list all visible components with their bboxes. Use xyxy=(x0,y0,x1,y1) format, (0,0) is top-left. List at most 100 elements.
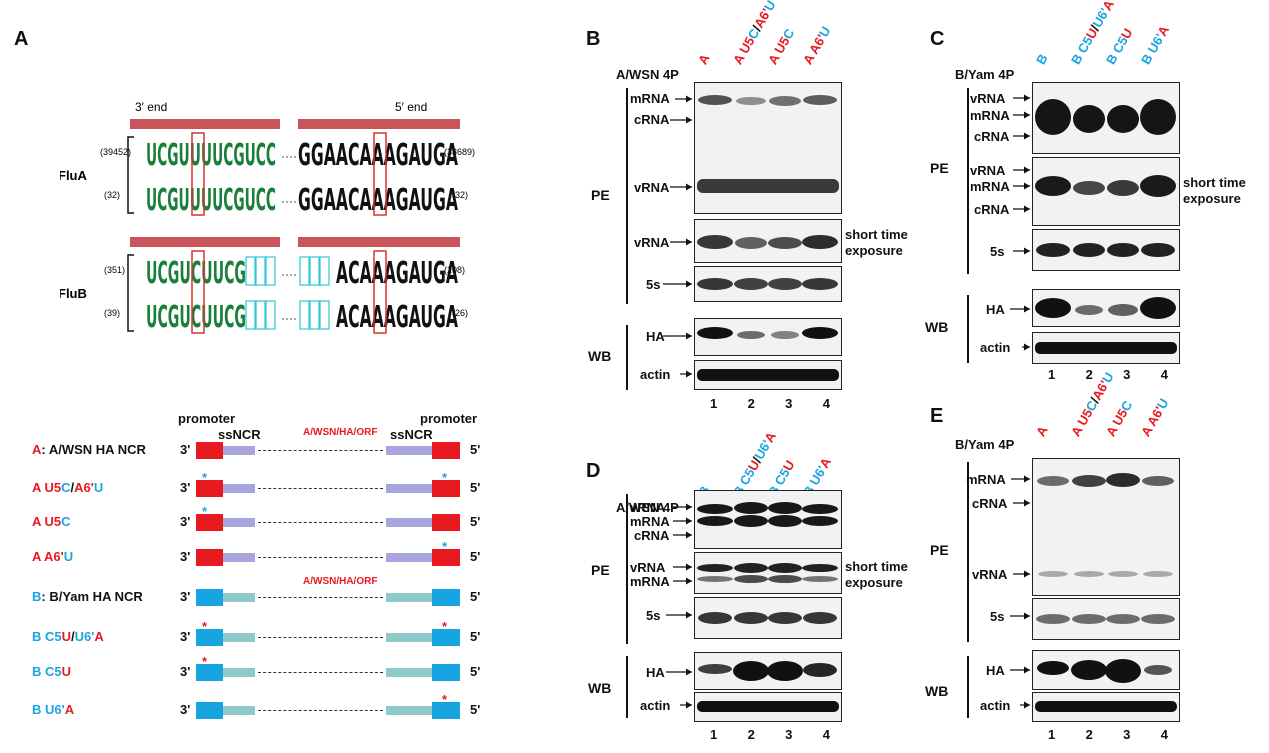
mutation-star: * xyxy=(442,619,448,634)
panel-b-pe-label: PE xyxy=(591,187,610,203)
flua-logo-row1-left: UCGUUUUCGUCC xyxy=(146,138,276,173)
panel-b-5s-blot xyxy=(694,266,842,302)
svg-text:(32): (32) xyxy=(104,190,120,200)
flua-logo-row2-right: GGAACAAAGAUGA xyxy=(298,183,458,218)
promoter-box xyxy=(432,513,460,531)
construct-row-label: A: A/WSN HA NCR xyxy=(32,442,146,457)
mutation-star: * xyxy=(202,654,208,669)
panel-d-wb-label: WB xyxy=(588,680,612,696)
flua-logo-row1-right: GGAACAAAGAUGA xyxy=(298,138,458,173)
mutation-star: * xyxy=(442,692,448,707)
mutation-star: * xyxy=(202,504,208,519)
lane-header: A A6'U xyxy=(800,23,834,67)
ssncr-left-label: ssNCR xyxy=(218,427,261,442)
panel-e-pe-blot xyxy=(1032,458,1180,596)
panel-e-wb-label: WB xyxy=(925,683,949,699)
panel-e-ha-blot xyxy=(1032,650,1180,690)
panel-c-5s-blot xyxy=(1032,229,1180,271)
flub-label: FluB xyxy=(60,286,87,301)
construct-row-label: B C5U xyxy=(32,664,72,679)
svg-text:(39): (39) xyxy=(104,308,120,318)
ssncr-bar xyxy=(223,592,255,602)
panel-d-title: A/WSN 4P xyxy=(616,500,679,515)
construct-row-label: A U5C/A6'U xyxy=(32,480,104,495)
svg-text:(351): (351) xyxy=(104,265,125,275)
lane-header: B U6'A xyxy=(1138,23,1173,67)
lane-header: B xyxy=(1033,51,1051,67)
promoter-box xyxy=(196,628,223,646)
orf-label-a: A/WSN/HA/ORF xyxy=(303,427,378,438)
panel-b-pe-blot xyxy=(694,82,842,214)
lane-header: A U5C xyxy=(765,26,798,67)
sequence-logo-figure: 3′ end 5′ end UCGUUUUCGUCC UCGUUUUCGUCC … xyxy=(60,100,475,335)
ssncr-bar xyxy=(386,552,432,562)
ssncr-bar xyxy=(223,552,255,562)
panel-c-pe-label: PE xyxy=(930,160,949,176)
ssncr-bar xyxy=(386,592,432,602)
ssncr-right-label: ssNCR xyxy=(390,427,433,442)
promoter-box xyxy=(432,701,460,719)
svg-text:(33689): (33689) xyxy=(444,147,475,157)
panel-d-5s-blot xyxy=(694,597,842,639)
ssncr-bar xyxy=(386,517,432,527)
ssncr-bar xyxy=(223,632,255,642)
ssncr-bar xyxy=(386,667,432,677)
flua-logo-row2-left: UCGUUUUCGUCC xyxy=(146,183,276,218)
panel-d-actin-blot xyxy=(694,692,842,722)
panel-d-pe-blot xyxy=(694,490,842,549)
panel-e-pe-label: PE xyxy=(930,542,949,558)
promoter-box xyxy=(196,513,223,531)
lane-header: A xyxy=(1033,423,1051,439)
mutation-star: * xyxy=(202,619,208,634)
panel-b-wb-label: WB xyxy=(588,348,612,364)
promoter-box xyxy=(432,588,460,606)
lane-header: A A6'U xyxy=(1138,395,1172,439)
svg-text:(32): (32) xyxy=(452,190,468,200)
logo-3end-label: 3′ end xyxy=(135,100,167,114)
lane-header: A xyxy=(695,51,713,67)
panel-d-ha-blot xyxy=(694,652,842,690)
ssncr-bar xyxy=(223,667,255,677)
panel-e-title: B/Yam 4P xyxy=(955,437,1015,452)
panel-label-d: D xyxy=(586,460,601,482)
flub-logo-row1-right: ACAAAGAUGA xyxy=(336,256,458,291)
promoter-box xyxy=(196,479,223,497)
svg-text:(26): (26) xyxy=(452,308,468,318)
panel-b-actin-blot xyxy=(694,360,842,390)
panel-label-b: B xyxy=(586,28,601,50)
mutation-star: * xyxy=(202,470,208,485)
panel-e-actin-blot xyxy=(1032,692,1180,722)
ssncr-bar xyxy=(223,483,255,493)
panel-c-pe-blot xyxy=(1032,82,1180,154)
panel-c-short-exposure-blot xyxy=(1032,157,1180,226)
ssncr-bar xyxy=(223,517,255,527)
construct-row-label: A U5C xyxy=(32,514,71,529)
promoter-box xyxy=(432,441,460,459)
panel-d-short-exposure-blot xyxy=(694,552,842,594)
construct-row-label: B: B/Yam HA NCR xyxy=(32,589,143,604)
panel-b-ha-blot xyxy=(694,318,842,356)
orf-label-b: A/WSN/HA/ORF xyxy=(303,576,378,587)
mutation-star: * xyxy=(442,539,448,554)
panel-e-5s-blot xyxy=(1032,598,1180,640)
panel-c-ha-blot xyxy=(1032,289,1180,327)
panel-label-c: C xyxy=(930,28,945,50)
construct-row-label: A A6'U xyxy=(32,549,74,564)
flua-label: FluA xyxy=(60,168,87,183)
ssncr-bar xyxy=(386,483,432,493)
ssncr-bar xyxy=(386,705,432,715)
panel-b-short-exposure-blot xyxy=(694,219,842,263)
ssncr-bar xyxy=(386,632,432,642)
lane-header: B C5U xyxy=(1103,25,1136,67)
promoter-left-label: promoter xyxy=(178,411,236,426)
logo-5end-label: 5′ end xyxy=(395,100,427,114)
svg-text:(208): (208) xyxy=(444,265,465,275)
lane-header: A U5C xyxy=(1103,398,1136,439)
promoter-box xyxy=(432,479,460,497)
promoter-box xyxy=(432,663,460,681)
promoter-box xyxy=(196,588,223,606)
promoter-box xyxy=(196,548,223,566)
promoter-box xyxy=(196,663,223,681)
